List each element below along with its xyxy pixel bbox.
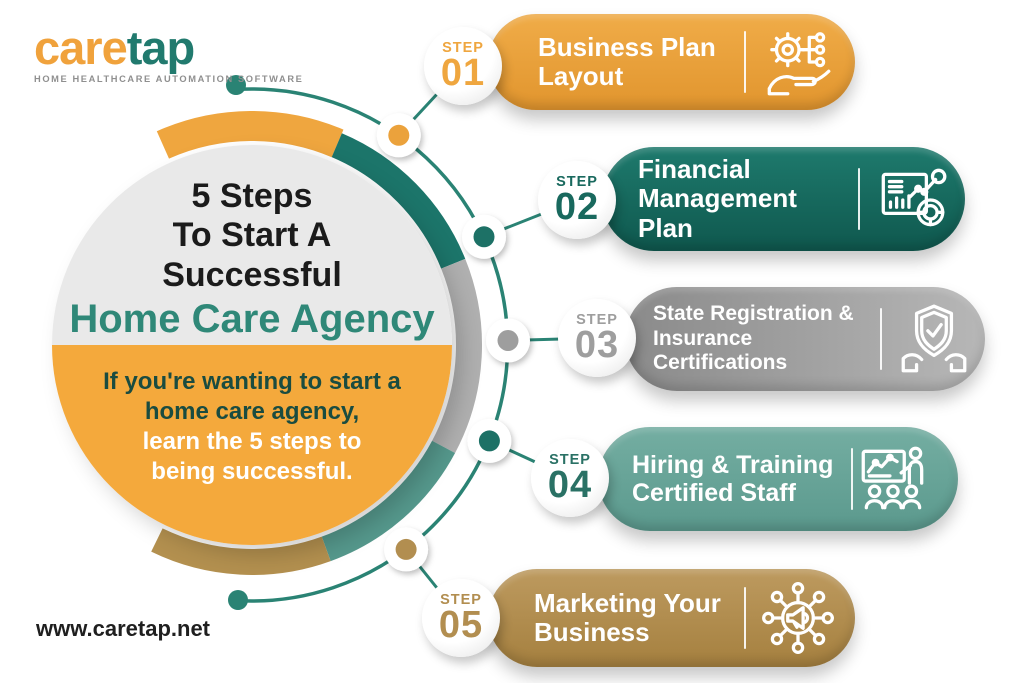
step-1-icon-area — [743, 21, 856, 103]
logo-wordmark: caretap — [34, 24, 303, 71]
step-2-icon-area — [857, 158, 966, 240]
step-4-title: Hiring & Training Certified Staff — [598, 451, 851, 507]
shield-check-hands-icon — [901, 304, 967, 373]
step-4-pill: Hiring & Training Certified Staff — [598, 427, 958, 531]
step-3-label: STEP — [576, 311, 618, 328]
step-3-title-line: Certifications — [653, 351, 788, 375]
step-2-pill: Financial Management Plan — [602, 147, 965, 251]
center-body: If you're wanting to start a home care a… — [52, 367, 452, 487]
divider — [743, 31, 746, 93]
step-2-title-line: Management Plan — [638, 183, 797, 243]
center-title-line: Successful — [162, 255, 342, 294]
step-4-title-line: Hiring & Training — [632, 451, 834, 479]
step-3-title-line: Insurance — [653, 326, 753, 350]
center-body-line: home care agency, — [144, 398, 360, 426]
logo-tagline: HOME HEALTHCARE AUTOMATION SOFTWARE — [34, 74, 304, 84]
arc-endcap-bottom — [228, 590, 248, 610]
step-3-icon-area — [879, 298, 986, 380]
step-1-number: 01 — [440, 52, 486, 95]
step-1-label: STEP — [442, 39, 484, 56]
divider — [743, 587, 746, 649]
step-3-title: State Registration & Insurance Certifica… — [625, 302, 880, 376]
node-dot-1 — [388, 124, 410, 146]
center-body-line: If you're wanting to start a — [103, 368, 401, 396]
step-5-pill: Marketing Your Business — [488, 569, 855, 667]
step-3-number: 03 — [574, 324, 620, 367]
step-5-label: STEP — [440, 591, 482, 608]
gear-hand-network-icon — [767, 32, 831, 96]
logo-care-text: care — [34, 21, 128, 74]
step-4-title-line: Certified Staff — [632, 479, 796, 507]
step-2-badge: STEP 02 — [538, 161, 616, 239]
arc-nodes — [376, 113, 530, 572]
center-body-line: being successful. — [151, 458, 353, 486]
divider — [857, 168, 860, 230]
step-5-title-line: Business — [534, 617, 650, 647]
step-5-title-line: Marketing Your — [534, 587, 721, 618]
step-3-title-line: State Registration & — [653, 301, 854, 325]
step-5-number: 05 — [438, 604, 484, 647]
center-title-line: To Start A — [172, 216, 332, 255]
node-dot-5 — [395, 538, 417, 560]
node-dot-2 — [473, 226, 495, 248]
step-2-label: STEP — [556, 173, 598, 190]
step-1-title: Business Plan Layout — [488, 31, 744, 91]
center-title: 5 Steps To Start A Successful — [52, 177, 452, 295]
center-circle: 5 Steps To Start A Successful Home Care … — [52, 145, 452, 545]
logo-tap-text: tap — [126, 21, 195, 74]
divider — [850, 448, 853, 510]
analytics-board-gear-icon — [881, 168, 947, 227]
step-4-icon-area — [850, 438, 959, 520]
step-2-title-line: Financial — [638, 154, 751, 185]
center-title-line: 5 Steps — [191, 177, 313, 215]
megaphone-network-icon — [762, 582, 834, 654]
step-3-badge: STEP 03 — [558, 299, 636, 377]
training-presentation-icon — [861, 446, 924, 510]
ring-segment-2 — [331, 133, 466, 269]
caretap-logo: caretap HOME HEALTHCARE AUTOMATION SOFTW… — [34, 24, 303, 84]
step-4-number: 04 — [547, 464, 593, 507]
step-4-label: STEP — [549, 451, 591, 468]
step-5-icon-area — [743, 577, 856, 659]
step-4-badge: STEP 04 — [531, 439, 609, 517]
step-1-title-line: Business Plan — [538, 31, 716, 62]
ring-segment-5 — [151, 528, 331, 575]
center-body-line: learn the 5 steps to — [142, 428, 362, 456]
node-dot-4 — [478, 430, 500, 452]
step-5-badge: STEP 05 — [422, 579, 500, 657]
step-1-title-line: Layout — [538, 61, 624, 91]
step-3-pill: State Registration & Insurance Certifica… — [625, 287, 985, 391]
ring-segment-4 — [321, 440, 456, 562]
step-1-badge: STEP 01 — [424, 27, 502, 105]
ring-segment-3 — [432, 258, 483, 453]
ring-segment-1 — [156, 111, 344, 159]
node-dot-3 — [497, 330, 519, 351]
arc-endcap-top — [226, 75, 246, 95]
divider — [879, 308, 882, 370]
step-2-number: 02 — [554, 186, 600, 229]
step-2-title: Financial Management Plan — [602, 155, 858, 242]
step-1-pill: Business Plan Layout — [488, 14, 855, 110]
center-title-highlight: Home Care Agency — [69, 297, 435, 342]
step-5-title: Marketing Your Business — [488, 587, 744, 647]
website-link[interactable]: www.caretap.net — [36, 616, 211, 641]
